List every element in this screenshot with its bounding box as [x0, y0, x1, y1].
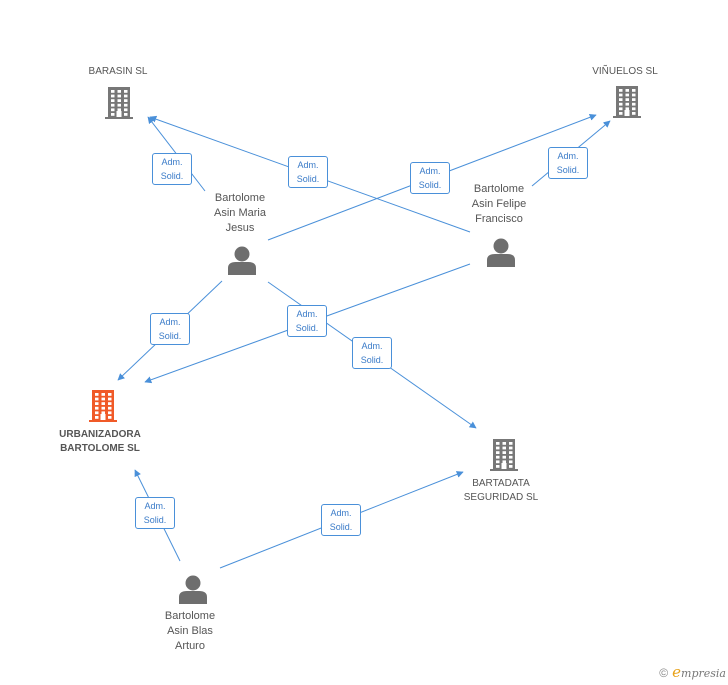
building-icon-urbanizadora[interactable] [89, 390, 117, 422]
edge-label-maria_jesus-to-barasin[interactable]: Adm. Solid. [152, 153, 192, 185]
edge-label-maria_jesus-to-urbanizadora[interactable]: Adm. Solid. [150, 313, 190, 345]
person-icon-maria_jesus[interactable] [228, 246, 256, 276]
node-label-felipe[interactable]: Bartolome Asin Felipe Francisco [471, 183, 527, 225]
edge-label-felipe-to-urbanizadora[interactable]: Adm. Solid. [287, 305, 327, 337]
building-icon-bartadata[interactable] [490, 439, 518, 471]
edge-label-maria_jesus-to-vinuelos[interactable]: Adm. Solid. [410, 162, 450, 194]
footer-brand: ©empresia [659, 663, 726, 681]
person-icon-blas[interactable] [179, 575, 207, 605]
node-label-barasin[interactable]: BARASIN SL [88, 66, 148, 77]
copyright-symbol: © [659, 666, 669, 680]
brand-initial: e [672, 663, 682, 681]
edge-label-blas-to-urbanizadora[interactable]: Adm. Solid. [135, 497, 175, 529]
node-label-bartadata[interactable]: BARTADATA SEGURIDAD SL [463, 478, 539, 503]
edge-label-felipe-to-barasin[interactable]: Adm. Solid. [288, 156, 328, 188]
person-icon-felipe[interactable] [487, 238, 515, 268]
edge-label-blas-to-bartadata[interactable]: Adm. Solid. [321, 504, 361, 536]
node-label-blas[interactable]: Bartolome Asin Blas Arturo [164, 610, 216, 652]
building-icon-vinuelos[interactable] [613, 86, 641, 118]
node-label-maria_jesus[interactable]: Bartolome Asin Maria Jesus [214, 192, 266, 234]
building-icon-barasin[interactable] [105, 87, 133, 119]
node-label-urbanizadora[interactable]: URBANIZADORA BARTOLOME SL [59, 429, 141, 454]
node-label-vinuelos[interactable]: VIÑUELOS SL [592, 66, 658, 77]
edge-label-felipe-to-vinuelos[interactable]: Adm. Solid. [548, 147, 588, 179]
brand-name: mpresia [681, 667, 726, 680]
edge-label-maria_jesus-to-bartadata[interactable]: Adm. Solid. [352, 337, 392, 369]
icons-layer [89, 86, 641, 604]
